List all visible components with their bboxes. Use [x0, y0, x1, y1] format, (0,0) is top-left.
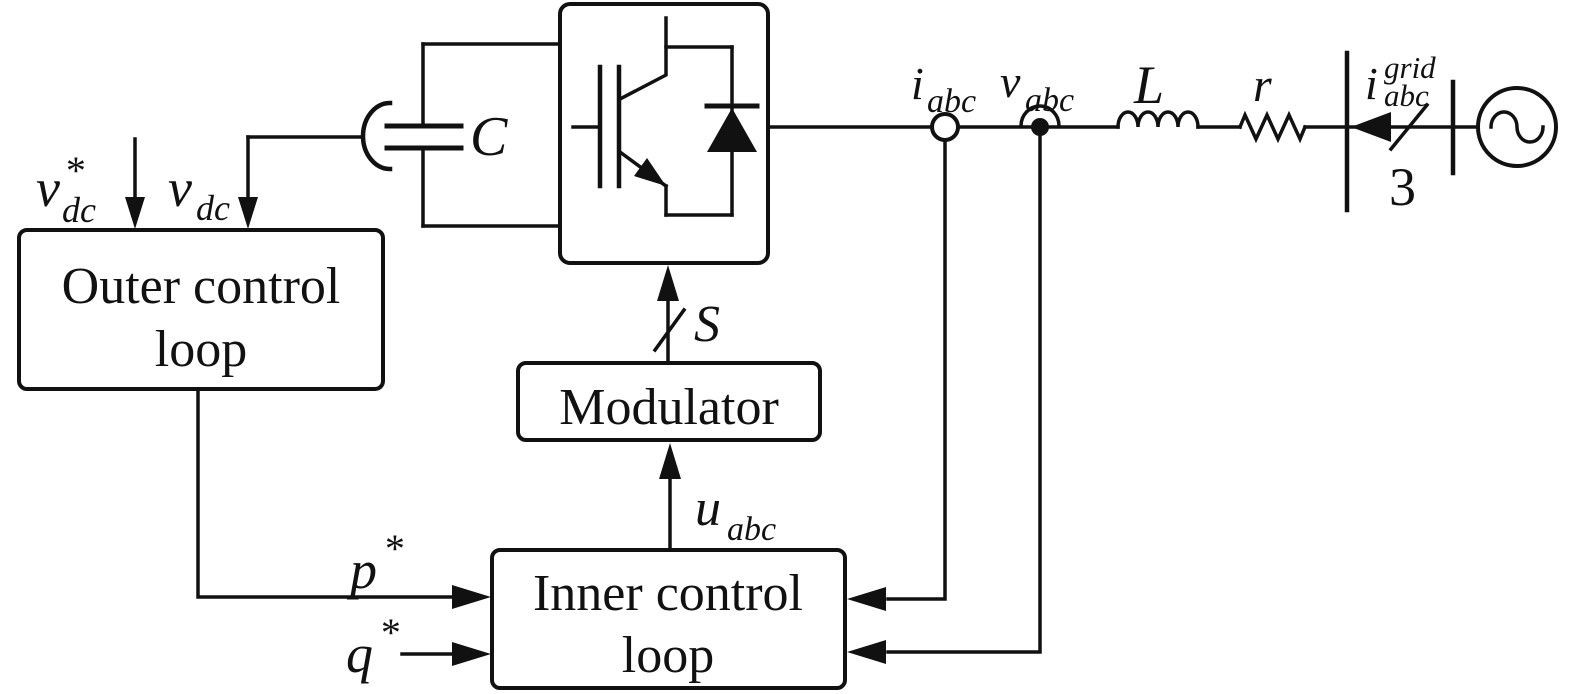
- inductor-label: L: [1133, 55, 1164, 115]
- inner-control-loop-block: Inner control loop: [490, 548, 847, 690]
- igbt-symbol: [571, 16, 669, 217]
- vabc-probe-icon: [1019, 104, 1061, 128]
- converter-block: [558, 2, 770, 265]
- modulator-label: Modulator: [559, 379, 779, 436]
- iabc-label: i abc: [911, 58, 976, 120]
- vdc-label: v dc: [168, 158, 230, 228]
- three-phase-slash: [1388, 102, 1430, 152]
- modulator-block: Modulator: [516, 361, 822, 442]
- arrow-head: [657, 265, 679, 301]
- inner-control-loop-label: loop: [622, 627, 714, 684]
- igbt-collector: [617, 16, 668, 102]
- q-ref-label: q *: [346, 610, 399, 684]
- vdc-ref-label: v * dc: [36, 148, 96, 230]
- arrow-head: [125, 197, 145, 229]
- uabc-signal: u abc: [659, 443, 776, 552]
- arrow-head: [238, 197, 258, 229]
- converter-box: [558, 2, 770, 265]
- arrow-head: [847, 587, 886, 611]
- vabc-sensor: v abc: [847, 56, 1074, 664]
- vdc-ref-input: v * dc: [36, 137, 145, 230]
- grid-current-label: i grid abc: [1365, 50, 1440, 113]
- arrow-head: [847, 640, 886, 664]
- diode-triangle: [707, 108, 757, 152]
- dc-link: C: [360, 42, 564, 228]
- sine-icon: [1489, 110, 1545, 144]
- voltage-node-symbol: [1031, 118, 1049, 136]
- outer-control-loop-label: Outer control: [62, 258, 341, 315]
- switching-signals-label: S: [694, 296, 720, 353]
- outer-control-loop-box: [17, 228, 385, 391]
- capacitor-label: C: [470, 106, 508, 168]
- vdc-probe-icon: [360, 100, 393, 172]
- vabc-feedback-wire: [886, 128, 1042, 654]
- vabc-label: v abc: [1000, 56, 1074, 119]
- ac-line: L r 3 i grid abc: [746, 50, 1482, 217]
- diode-symbol: [664, 45, 760, 217]
- grid-source: [1476, 86, 1558, 168]
- s-signal: S: [652, 265, 720, 365]
- vdc-feedback: v dc: [168, 135, 365, 229]
- uabc-label: u abc: [695, 480, 776, 548]
- p-ref-label: p *: [346, 526, 403, 600]
- outer-control-loop-block: Outer control loop: [17, 228, 385, 391]
- p-ref-signal: p *: [196, 387, 491, 609]
- resistor-label: r: [1253, 59, 1272, 112]
- arrow-head: [659, 443, 681, 479]
- inductor-symbol: [1116, 110, 1200, 129]
- iabc-feedback-wire: [886, 138, 947, 601]
- arrow-head: [452, 642, 491, 666]
- p-ref-wire: [196, 387, 455, 599]
- grid-current-arrow-head: [1351, 112, 1391, 142]
- arrow-head: [452, 585, 491, 609]
- current-sensor-symbol: [930, 112, 960, 142]
- igbt-emitter-arrow-head: [634, 158, 666, 186]
- resistor-symbol: [1237, 110, 1308, 144]
- iabc-sensor: i abc: [847, 58, 976, 611]
- q-ref-signal: q *: [346, 610, 491, 684]
- inner-control-loop-label: Inner control: [533, 565, 803, 622]
- outer-control-loop-label: loop: [155, 321, 247, 378]
- phase-count-label: 3: [1389, 157, 1416, 217]
- bus-slash: [652, 307, 687, 353]
